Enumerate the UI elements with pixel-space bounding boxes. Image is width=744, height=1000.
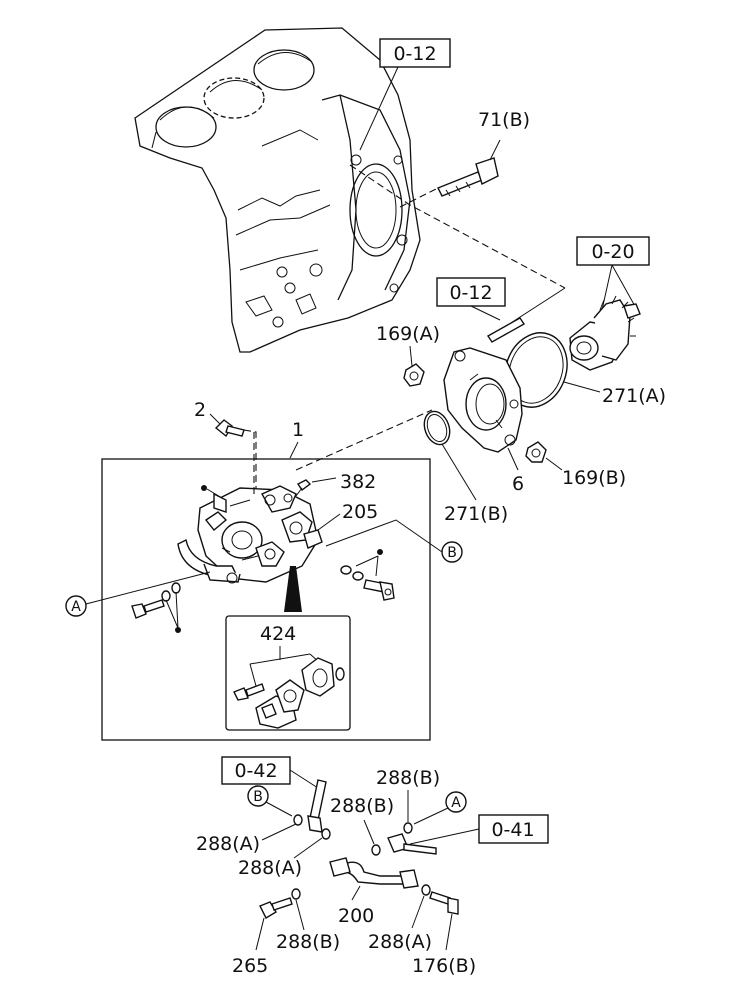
label-2: 2	[194, 399, 206, 421]
bolt-washer-right	[340, 549, 395, 601]
ref-0-12-top-label: 0-12	[393, 43, 436, 65]
nut-169b: 169(B)	[525, 441, 626, 489]
marker-a-left: A	[65, 571, 211, 617]
label-288a-left: 288(A)	[196, 833, 260, 855]
pipe-200: 200	[329, 857, 419, 927]
leader-288a-mid	[293, 837, 323, 859]
bolt-washer-left	[131, 582, 181, 633]
pump-axis-line	[295, 409, 433, 471]
ref-0-42: 0-42	[221, 756, 327, 833]
label-288a-mid: 288(A)	[238, 857, 302, 879]
o-ring-271b: 271(B)	[423, 410, 508, 525]
label-265: 265	[232, 955, 268, 977]
dot-marker	[201, 485, 207, 491]
label-169b: 169(B)	[562, 467, 626, 489]
marker-b-right-text: B	[447, 545, 457, 561]
leader-288a-left	[261, 823, 297, 841]
part-382: 382	[295, 471, 376, 497]
ref-0-20: 0-20	[576, 236, 650, 311]
marker-a-bottom: A	[413, 791, 467, 825]
label-288b-top: 288(B)	[376, 767, 440, 789]
bolt-71b: 71(B)	[437, 109, 530, 197]
marker-b-right: B	[325, 519, 463, 563]
bolt-176b: 288(A) 176(B)	[368, 884, 476, 977]
fuel-pump	[177, 432, 323, 584]
part-424: 424	[233, 623, 345, 729]
detail-424-frame	[225, 615, 351, 731]
ref-0-12-mid-label: 0-12	[449, 282, 492, 304]
leader-1	[289, 441, 299, 459]
label-6: 6	[512, 473, 524, 495]
label-71b: 71(B)	[478, 109, 530, 131]
label-271b: 271(B)	[444, 503, 508, 525]
label-424: 424	[260, 623, 296, 645]
label-169a: 169(A)	[376, 323, 440, 345]
nut-169a: 169(A)	[376, 323, 440, 387]
ref-0-20-label: 0-20	[591, 241, 634, 263]
bolt-265: 265 288(B)	[232, 888, 340, 977]
label-288b-mid: 288(B)	[330, 795, 394, 817]
pump-flange: 6	[443, 347, 524, 495]
engine-block	[134, 27, 421, 353]
marker-a-left-text: A	[71, 599, 81, 615]
ref-0-12-mid: 0-12	[436, 277, 526, 343]
drive-gear	[569, 295, 641, 371]
label-1: 1	[292, 419, 304, 441]
part-205: 205	[317, 501, 378, 531]
detail-pointer	[284, 566, 302, 612]
label-176b: 176(B)	[412, 955, 476, 977]
label-271a: 271(A)	[602, 385, 666, 407]
ref-0-41: 0-41	[387, 814, 549, 855]
marker-a-bottom-text: A	[451, 795, 461, 811]
label-200: 200	[338, 905, 374, 927]
label-288a-bot: 288(A)	[368, 931, 432, 953]
ref-0-42-label: 0-42	[234, 760, 277, 782]
washer-288a-mid	[321, 828, 331, 840]
label-288b-bot: 288(B)	[276, 931, 340, 953]
washer-288b-top	[403, 822, 413, 834]
label-382: 382	[340, 471, 376, 493]
bolt-2: 2	[194, 399, 257, 492]
label-205: 205	[342, 501, 378, 523]
ref-0-41-label: 0-41	[491, 819, 534, 841]
marker-b-bottom-text: B	[253, 789, 263, 805]
leader-288b-mid	[363, 819, 375, 845]
ref-0-12-top: 0-12	[359, 38, 451, 151]
marker-b-bottom: B	[247, 785, 303, 826]
washer-288b-mid	[371, 844, 381, 856]
